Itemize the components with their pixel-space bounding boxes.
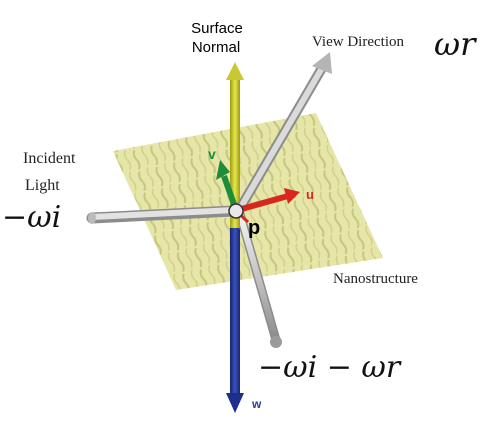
view-direction-ray xyxy=(233,52,332,217)
surface-normal-label-line2: Normal xyxy=(192,39,240,56)
minus-omega-i-label: −ωi xyxy=(2,200,61,235)
omega-r-label: ωr xyxy=(434,25,477,63)
surface-normal-label-line1: Surface xyxy=(191,20,243,37)
incident-light-ray xyxy=(86,205,240,224)
point-p-marker xyxy=(228,203,250,224)
v-label: v xyxy=(208,146,216,162)
view-direction-label: View Direction xyxy=(312,34,404,50)
incident-label-line2: Light xyxy=(25,177,60,194)
surface-normal-arrow xyxy=(226,62,244,228)
u-label: u xyxy=(306,187,314,202)
w-label: w xyxy=(251,397,262,411)
point-p-label: p xyxy=(248,217,260,239)
w-axis-arrow xyxy=(226,225,244,413)
nanostructure-label: Nanostructure xyxy=(333,271,418,287)
incident-label-line1: Incident xyxy=(23,150,76,167)
sum-omega-label: −ωi − ωr xyxy=(258,350,402,385)
u-axis-arrow xyxy=(237,188,300,213)
sum-direction-ray xyxy=(235,209,282,348)
